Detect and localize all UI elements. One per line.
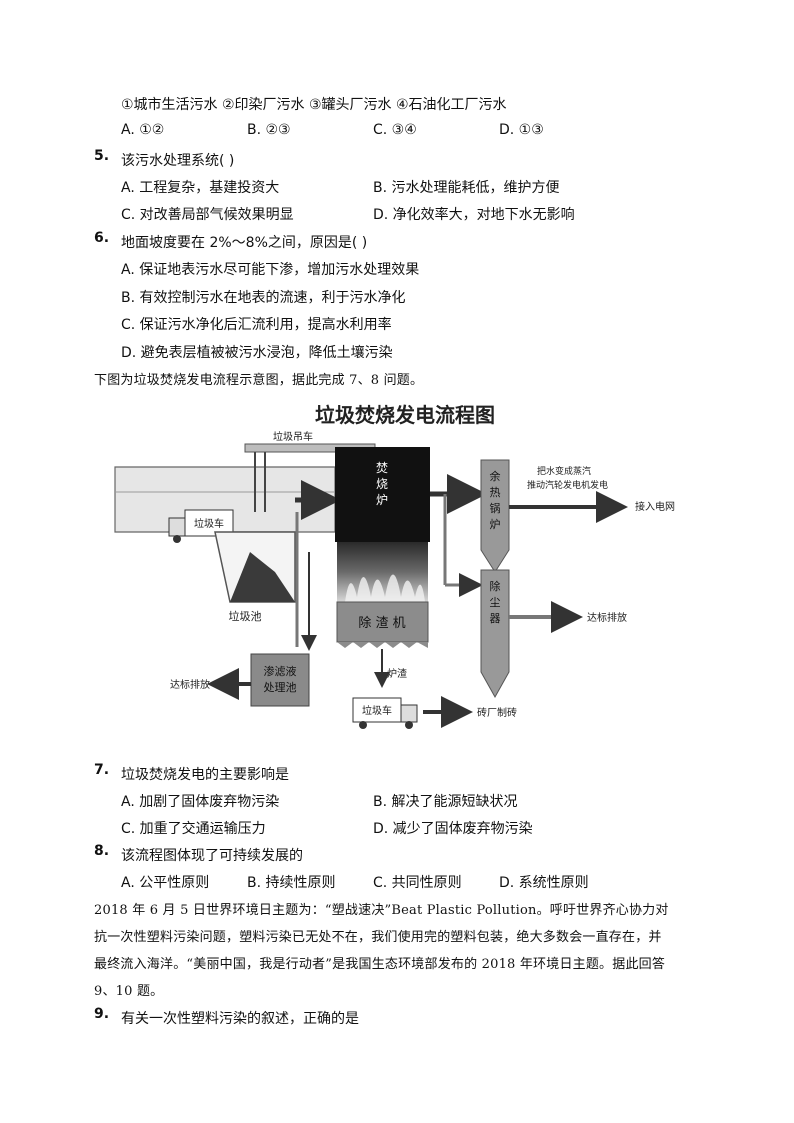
q7-option-b[interactable]: B. 解决了能源短缺状况 [373,794,518,810]
q6-option-d[interactable]: D. 避免表层植被被污水浸泡，降低土壤污染 [121,345,393,361]
incineration-flow-diagram: 垃圾焚烧发电流程图 垃圾吊车 垃圾车 垃圾池 焚 烧 炉 除 渣 机 余 热 锅… [114,403,675,729]
dust-label-1: 除 [490,579,501,593]
brick-label: 砖厂制砖 [477,706,517,719]
q4-option-c[interactable]: C. ③④ [373,122,417,138]
dust-label-3: 器 [490,612,501,625]
dust-label-2: 尘 [490,596,501,609]
leachate-pool [250,653,310,707]
intro-7-8: 下图为垃圾焚烧发电流程示意图，据此完成 7、8 问题。 [94,373,424,388]
q8-option-c[interactable]: C. 共同性原则 [373,875,462,891]
q6-option-a[interactable]: A. 保证地表污水尽可能下渗，增加污水处理效果 [121,262,420,278]
slag-machine-label: 除 渣 机 [358,616,405,631]
q6-stem: 地面坡度要在 2%～8%之间，原因是( ) [121,235,368,251]
crane-label: 垃圾吊车 [273,430,313,443]
garbage-pile [230,552,295,602]
q7-option-c[interactable]: C. 加重了交通运输压力 [121,821,266,837]
q4-option-b[interactable]: B. ②③ [247,122,291,138]
flames [337,542,428,602]
q6-number: 6. [94,230,110,246]
incinerator [335,447,430,542]
boiler-label-1: 余 [490,469,501,483]
slag-label: 炉渣 [387,667,407,680]
boiler-note-2: 推动汽轮发电机发电 [527,479,608,491]
slag-machine [336,601,429,643]
truck-1-label: 垃圾车 [194,517,224,530]
intro-9-10-line-4: 9、10 题。 [94,984,164,999]
boiler-label-2: 热 [490,486,501,499]
q7-option-d[interactable]: D. 减少了固体废弃物污染 [373,821,533,837]
boiler-note-1: 把水变成蒸汽 [537,465,591,477]
emission-label-2: 达标排放 [587,611,627,624]
intro-9-10-line-3: 最终流入海洋。“美丽中国，我是行动者”是我国生态环境部发布的 2018 年环境日… [94,957,666,972]
q6-option-b[interactable]: B. 有效控制污水在地表的流速，利于污水净化 [121,290,406,306]
q7-option-a[interactable]: A. 加剧了固体废弃物污染 [121,794,280,810]
q5-option-b[interactable]: B. 污水处理能耗低，维护方便 [373,180,560,196]
q4-items: ①城市生活污水 ②印染厂污水 ③罐头厂污水 ④石油化工厂污水 [121,97,507,113]
diagram-title: 垃圾焚烧发电流程图 [315,403,495,427]
q8-option-a[interactable]: A. 公平性原则 [121,875,210,891]
q9-number: 9. [94,1006,110,1022]
dust-collector [480,569,510,699]
q4-option-d[interactable]: D. ①③ [499,122,544,138]
q8-option-d[interactable]: D. 系统性原则 [499,875,589,891]
garbage-truck-2: 垃圾车 [352,697,418,729]
grid-label: 接入电网 [635,500,675,513]
intro-9-10-line-1: 2018 年 6 月 5 日世界环境日主题为：“塑战速决”Beat Plasti… [94,903,669,918]
q7-stem: 垃圾焚烧发电的主要影响是 [121,767,289,783]
incinerator-label-1: 焚 [376,461,388,475]
pit-label: 垃圾池 [229,609,262,623]
q4-option-a[interactable]: A. ①② [121,122,165,138]
truck-2-label: 垃圾车 [362,704,392,717]
boiler-label-4: 炉 [490,518,501,531]
q5-option-a[interactable]: A. 工程复杂，基建投资大 [121,180,280,196]
leachate-label-1: 渗滤液 [264,664,297,678]
q5-number: 5. [94,148,110,164]
q5-option-d[interactable]: D. 净化效率大，对地下水无影响 [373,207,575,223]
intro-9-10-line-2: 抗一次性塑料污染问题，塑料污染已无处不在，我们使用完的塑料包装，绝大多数会一直存… [94,930,662,945]
leachate-label-2: 处理池 [264,681,297,694]
q7-number: 7. [94,762,110,778]
incinerator-label-3: 炉 [376,493,388,507]
q9-stem: 有关一次性塑料污染的叙述，正确的是 [121,1011,359,1027]
q8-stem: 该流程图体现了可持续发展的 [121,848,303,864]
emission-label-1: 达标排放 [170,678,210,691]
waste-heat-boiler [480,459,510,573]
q5-option-c[interactable]: C. 对改善局部气候效果明显 [121,207,294,223]
q8-option-b[interactable]: B. 持续性原则 [247,875,336,891]
q8-number: 8. [94,843,110,859]
q6-option-c[interactable]: C. 保证污水净化后汇流利用，提高水利用率 [121,317,392,333]
incinerator-label-2: 烧 [376,477,388,491]
q5-stem: 该污水处理系统( ) [121,153,235,169]
boiler-label-3: 锅 [490,502,501,515]
